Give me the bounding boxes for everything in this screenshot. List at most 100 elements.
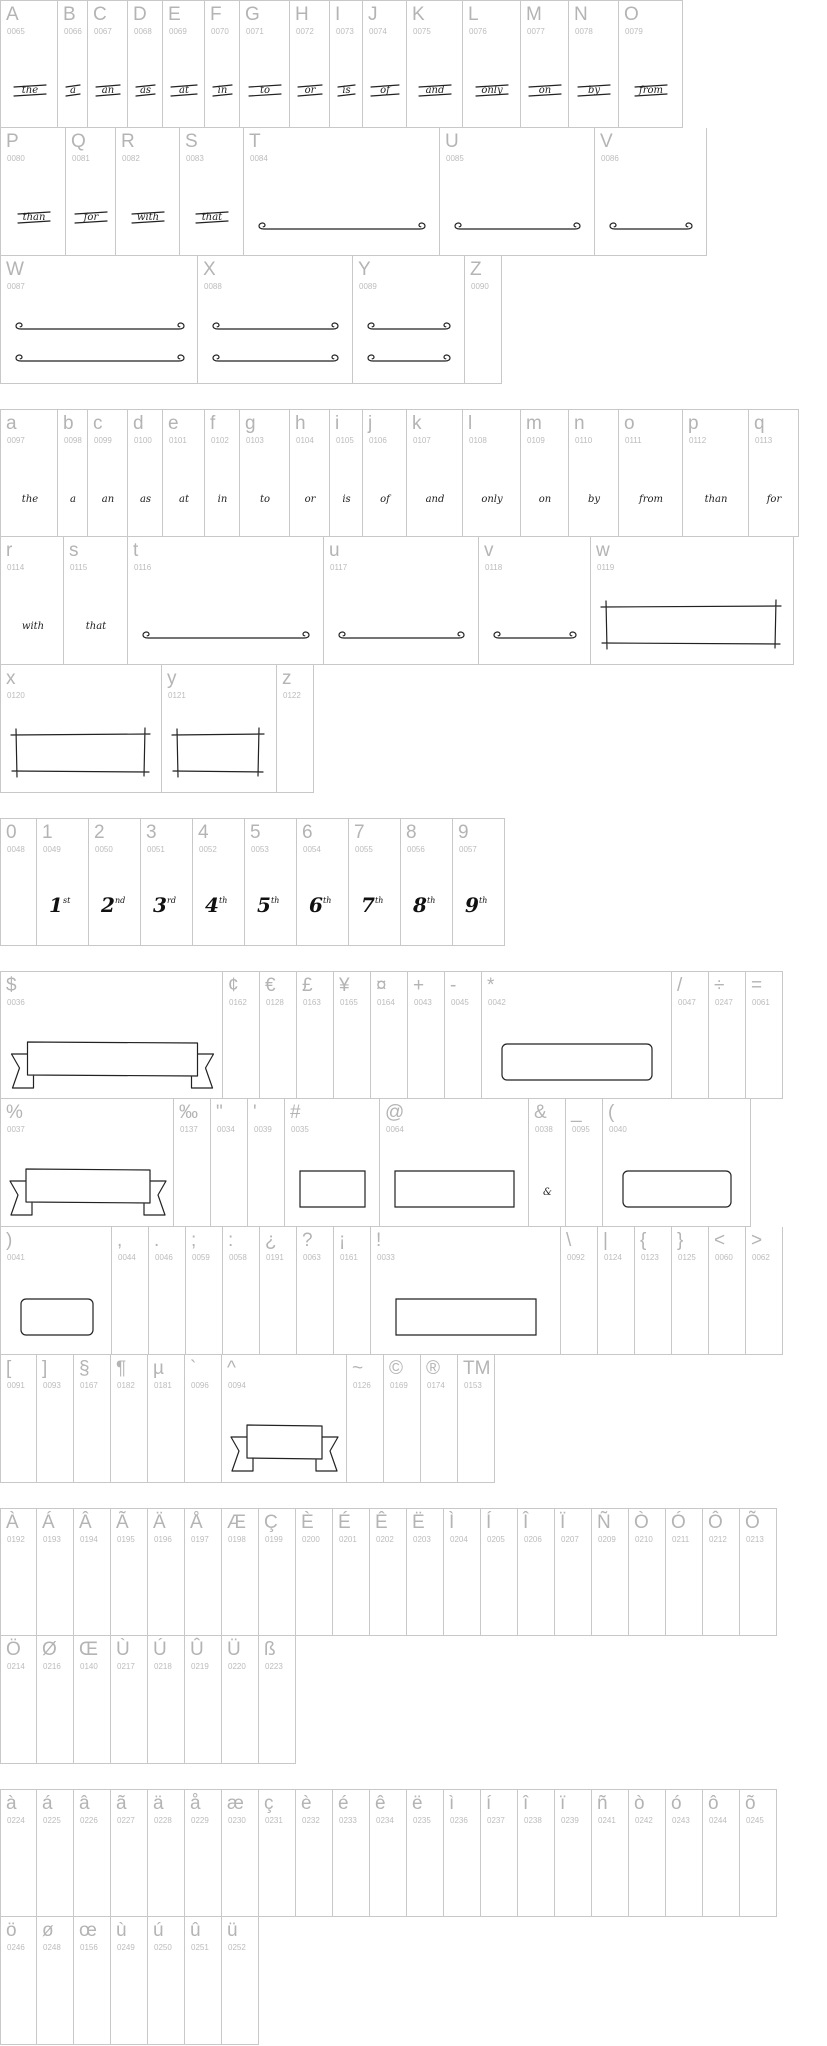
glyph-cell-0167: §0167 xyxy=(74,1355,111,1483)
glyph-code: 0061 xyxy=(752,998,770,1007)
glyph-code: 0225 xyxy=(43,1816,61,1825)
glyph-code: 0111 xyxy=(625,436,642,445)
glyph-code: 0161 xyxy=(340,1253,358,1262)
glyph-cell-0073-strike-line xyxy=(338,85,355,87)
glyph-cell-0112-word-text: than xyxy=(705,494,728,505)
glyph-cell-0086-glyph-drawing xyxy=(595,128,707,256)
glyph-code: 0219 xyxy=(191,1662,209,1671)
glyph-cell-0046: .0046 xyxy=(149,1227,186,1355)
glyph-cell-0063: ?0063 xyxy=(297,1227,334,1355)
glyph-cell-0074-glyph-drawing: of xyxy=(363,1,407,128)
glyph-character: ; xyxy=(191,1230,197,1251)
glyph-character: d xyxy=(133,413,144,434)
glyph-character: $ xyxy=(6,975,17,996)
glyph-code: 0236 xyxy=(450,1816,468,1825)
glyph-character: ) xyxy=(6,1230,13,1251)
glyph-cell-0108-glyph-drawing: only xyxy=(481,494,503,505)
glyph-code: 0112 xyxy=(689,436,707,445)
glyph-code: 0220 xyxy=(228,1662,246,1671)
glyph-character: 3 xyxy=(146,822,157,843)
glyph-code: 0044 xyxy=(118,1253,136,1262)
glyph-code: 0093 xyxy=(43,1381,61,1390)
glyph-cell-0081-underline xyxy=(75,221,107,223)
glyph-cell-0191: ¿0191 xyxy=(260,1227,297,1355)
glyph-character: Ë xyxy=(412,1512,425,1533)
glyph-code: 0231 xyxy=(265,1816,283,1825)
glyph-code: 0241 xyxy=(598,1816,616,1825)
glyph-cell-0108-word-text: only xyxy=(481,494,503,505)
glyph-code: 0098 xyxy=(64,436,82,445)
glyph-cell-0068-strike-line xyxy=(136,85,155,87)
glyph-cell-0060: <0060 xyxy=(709,1227,746,1355)
glyph-cell-0101-glyph-drawing: at xyxy=(179,494,190,505)
glyph-code: 0062 xyxy=(752,1253,770,1262)
glyph-code: 0099 xyxy=(94,436,112,445)
glyph-code: 0076 xyxy=(469,27,487,36)
glyph-cell-0165: ¥0165 xyxy=(334,971,371,1099)
glyph-cell-0071-word-text: to xyxy=(260,85,270,96)
glyph-code: 0162 xyxy=(229,998,247,1007)
glyph-character: ß xyxy=(264,1639,276,1660)
glyph-cell-0080-glyph-drawing: than xyxy=(1,128,66,256)
glyph-character: + xyxy=(413,975,425,996)
glyph-cell-0049-ordinal-suffix: st xyxy=(63,896,71,905)
glyph-code: 0041 xyxy=(7,1253,25,1262)
glyph-code: 0082 xyxy=(122,154,140,163)
glyph-cell-0174: ®0174 xyxy=(421,1355,458,1483)
glyph-code: 0037 xyxy=(7,1125,25,1134)
glyph-cell-0083-underline xyxy=(196,221,228,223)
glyph-code: 0115 xyxy=(70,563,88,572)
glyph-code: 0042 xyxy=(488,998,506,1007)
glyph-character: Z xyxy=(470,259,482,280)
glyph-character: ö xyxy=(6,1920,17,1941)
glyph-character: © xyxy=(389,1358,403,1379)
glyph-cell-0105-word-text: is xyxy=(342,494,350,505)
glyph-code: 0097 xyxy=(7,436,25,445)
glyph-cell-0104-glyph-drawing: or xyxy=(305,494,317,505)
glyph-character: t xyxy=(133,540,139,561)
glyph-cell-0069-glyph-drawing: at xyxy=(163,1,205,128)
glyph-code: 0128 xyxy=(266,998,284,1007)
glyph-cell-0123: {0123 xyxy=(635,1227,672,1355)
glyph-cell-0038-ampersand-glyph: & xyxy=(543,1187,552,1198)
glyph-character: ô xyxy=(708,1793,719,1814)
glyph-cell-0042-rounded-box xyxy=(502,1044,652,1080)
glyph-cell-0065-glyph-drawing: the xyxy=(1,1,58,128)
glyph-character: ï xyxy=(560,1793,566,1814)
glyph-cell-0109-word-text: on xyxy=(539,494,551,505)
glyph-cell-0051-ordinal-suffix: rd xyxy=(167,896,176,905)
glyph-cell-0070-word-text: in xyxy=(218,85,228,96)
glyph-character: e xyxy=(168,413,179,434)
glyph-character: € xyxy=(265,975,276,996)
glyph-character: ò xyxy=(634,1793,645,1814)
glyph-cell-0052-ordinal-number: 4 xyxy=(205,893,219,917)
glyph-character: S xyxy=(185,131,198,152)
glyph-code: 0252 xyxy=(228,1943,246,1952)
glyph-cell-0094: ^0094 xyxy=(222,1355,347,1483)
glyph-code: 0107 xyxy=(413,436,431,445)
